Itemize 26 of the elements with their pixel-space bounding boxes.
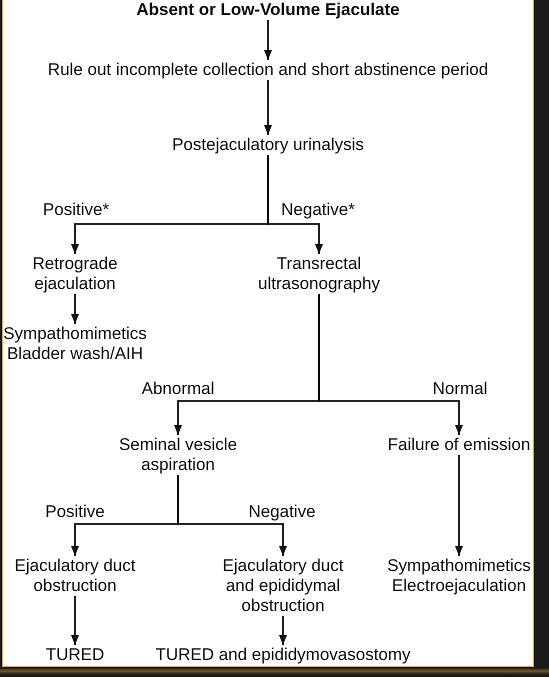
- arrow: [279, 616, 287, 645]
- flow-step-text: Rule out incomplete collection and short abstinence period: [48, 60, 488, 80]
- treatment-text: Sympathomimetics: [387, 556, 531, 576]
- flow-step-text: Failure of emission: [388, 435, 530, 455]
- edge-label: Negative*: [280, 200, 356, 220]
- edge-label: Negative: [247, 502, 317, 522]
- arrow: [455, 455, 463, 556]
- flow-step-text: Ejaculatory duct obstruction: [14, 556, 136, 596]
- flow-step-text: Transrectal ultrasonography: [257, 254, 381, 294]
- flow-step-text: Seminal vesicle aspiration: [118, 435, 238, 475]
- treatment-text: Bladder wash/AIH: [6, 344, 144, 364]
- treatment-text: TURED: [46, 645, 104, 665]
- flow-step-text: Retrograde ejaculation: [31, 254, 119, 294]
- arrow: [318, 294, 463, 435]
- arrow: [267, 155, 323, 254]
- treatment-text: Sympathomimetics: [3, 324, 147, 344]
- treatment-text: Electroejaculation: [390, 576, 528, 596]
- flow-step-text: Ejaculatory duct and epididymal obstruction: [222, 556, 344, 616]
- arrow: [71, 294, 79, 324]
- flow-step-text: Postejaculatory urinalysis: [172, 135, 364, 155]
- arrow: [177, 475, 287, 556]
- arrow: [264, 20, 272, 60]
- arrow: [264, 80, 272, 135]
- arrow: [71, 596, 79, 645]
- treatment-text: TURED and epididymovasostomy: [155, 645, 411, 665]
- heading-text: Absent or Low-Volume Ejaculate: [136, 0, 400, 20]
